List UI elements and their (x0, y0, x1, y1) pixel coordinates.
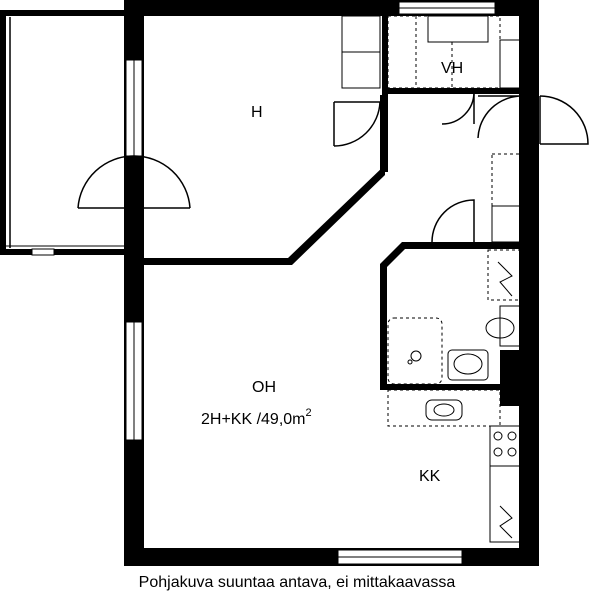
interior-walls (140, 16, 522, 406)
balcony-door (77, 155, 191, 209)
windows (125, 1, 496, 565)
room-label-h: H (251, 104, 263, 121)
apartment-type-label: 2H+KK /49,0m2 (201, 407, 312, 428)
plan-disclaimer: Pohjakuva suuntaa antava, ei mittakaavas… (138, 574, 456, 591)
area-superscript: 2 (306, 407, 312, 419)
door-swings (333, 91, 589, 243)
room-label-oh: OH (252, 379, 276, 396)
exterior-walls (124, 0, 539, 566)
furniture (341, 15, 521, 543)
room-label-kk: KK (419, 468, 441, 485)
room-label-vh: VH (441, 60, 463, 77)
balcony (0, 10, 124, 256)
apartment-type-text: 2H+KK /49,0m (201, 411, 306, 428)
